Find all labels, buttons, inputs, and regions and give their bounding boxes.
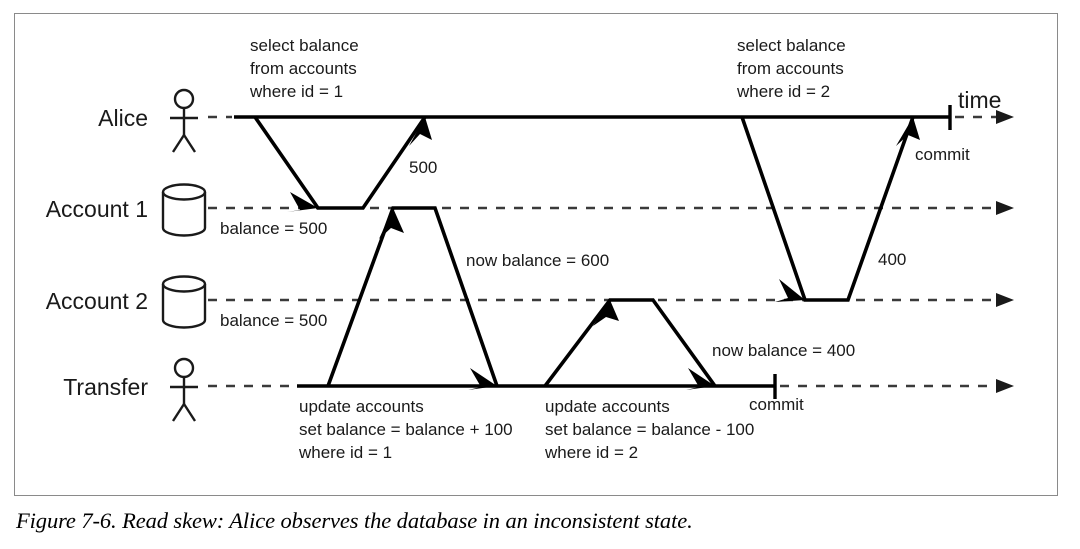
figure-border (14, 13, 1058, 496)
arrowhead-up (379, 208, 404, 239)
note-line: where id = 1 (298, 443, 392, 462)
message-alice-reads-account1 (253, 115, 432, 212)
arrowhead-down (775, 279, 805, 302)
database-cylinder-icon (161, 275, 207, 329)
stick-figure-icon (170, 88, 198, 153)
label-account2-new-balance: now balance = 400 (712, 341, 855, 360)
arrowhead-up (409, 117, 432, 146)
label-alice-read-2-value: 400 (878, 250, 906, 269)
note-line: where id = 2 (736, 82, 830, 101)
stick-figure-icon (170, 357, 198, 422)
lane-transfer: Transfer (63, 357, 1014, 422)
label-account1-new-balance: now balance = 600 (466, 251, 609, 270)
note-line: from accounts (250, 59, 357, 78)
lifeline-alice-arrowhead (996, 110, 1014, 124)
lifeline-transfer-arrowhead (996, 379, 1014, 393)
lane-label-account2: Account 2 (46, 288, 148, 314)
message-alice-reads-account2 (740, 116, 920, 302)
note-alice-query-1: select balance from accounts where id = … (249, 36, 359, 101)
database-cylinder-icon (161, 183, 207, 237)
note-line: set balance = balance + 100 (299, 420, 513, 439)
note-line: where id = 2 (544, 443, 638, 462)
arrowhead-up (593, 300, 619, 326)
arrowhead-down (686, 368, 715, 390)
note-line: update accounts (545, 397, 670, 416)
note-line: where id = 1 (249, 82, 343, 101)
label-transfer-commit: commit (749, 395, 804, 414)
note-line: update accounts (299, 397, 424, 416)
note-line: set balance = balance - 100 (545, 420, 754, 439)
lifeline-account2-arrowhead (996, 293, 1014, 307)
sequence-diagram: Alice Account 1 (46, 36, 1014, 462)
lane-account2: Account 2 (46, 275, 1014, 329)
note-line: select balance (250, 36, 359, 55)
label-account2-initial-balance: balance = 500 (220, 311, 327, 330)
figure-caption: Figure 7-6. Read skew: Alice observes th… (16, 508, 693, 533)
time-axis-label: time (958, 87, 1001, 113)
label-alice-read-1-value: 500 (409, 158, 437, 177)
lane-label-alice: Alice (98, 105, 148, 131)
lane-alice: Alice (98, 88, 1014, 153)
lane-label-account1: Account 1 (46, 196, 148, 222)
lifeline-account1-arrowhead (996, 201, 1014, 215)
arrowhead-down (468, 368, 497, 390)
message-transfer-updates-account1 (326, 206, 499, 390)
note-transfer-update-1: update accounts set balance = balance + … (298, 397, 513, 462)
label-account1-initial-balance: balance = 500 (220, 219, 327, 238)
lane-label-transfer: Transfer (63, 374, 148, 400)
message-transfer-updates-account2 (543, 298, 717, 390)
arrowhead-up (896, 117, 920, 146)
note-line: from accounts (737, 59, 844, 78)
lane-account1: Account 1 (46, 183, 1014, 237)
arrowhead-down (287, 192, 318, 212)
note-alice-query-2: select balance from accounts where id = … (736, 36, 846, 101)
label-alice-commit: commit (915, 145, 970, 164)
note-line: select balance (737, 36, 846, 55)
note-transfer-update-2: update accounts set balance = balance - … (544, 397, 754, 462)
